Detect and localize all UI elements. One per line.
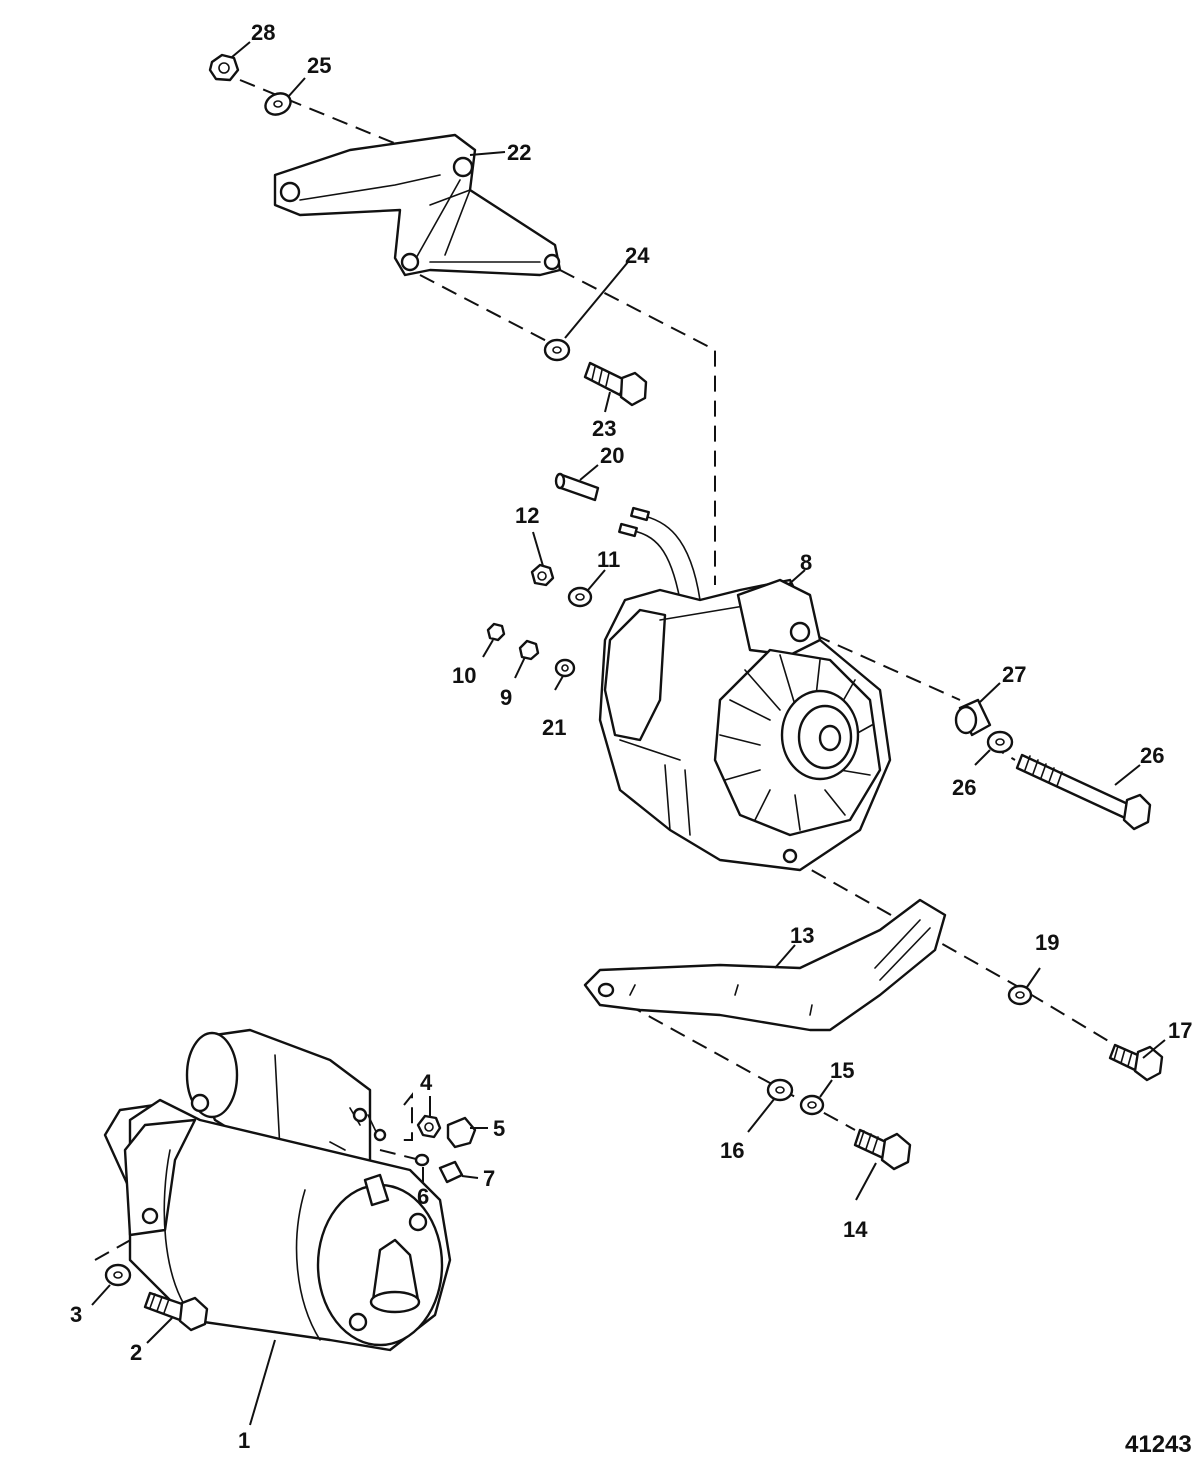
- bolt-2: [143, 1291, 209, 1332]
- callout-12: 12: [515, 503, 539, 528]
- bolt-23: [583, 361, 648, 407]
- lockwasher-6: [414, 1153, 430, 1167]
- nut-9: [518, 639, 540, 661]
- callout-2: 2: [130, 1340, 142, 1365]
- nut-28: [208, 53, 240, 82]
- callout-26-right: 26: [952, 775, 976, 800]
- callout-7: 7: [483, 1166, 495, 1191]
- callout-4: 4: [420, 1070, 433, 1095]
- washer-21: [554, 658, 576, 678]
- callout-3: 3: [70, 1302, 82, 1327]
- lockwasher-15: [799, 1094, 825, 1116]
- bracket-22: [273, 133, 562, 277]
- bolt-17: [1108, 1043, 1164, 1082]
- callout-1: 1: [238, 1428, 250, 1453]
- nut-7: [438, 1160, 464, 1184]
- callout-28: 28: [251, 20, 275, 45]
- callout-24: 24: [625, 243, 650, 268]
- callout-26-top: 25: [307, 53, 331, 78]
- lockwasher-3: [104, 1263, 132, 1287]
- bolt-25: [1015, 753, 1152, 831]
- spacer-27: [954, 698, 992, 737]
- callout-11: 11: [597, 547, 620, 572]
- callout-labels: 28 25 22 24 23 20 12 11 10 9 21 8 27 26 …: [70, 20, 1192, 1453]
- callout-10: 10: [452, 663, 476, 688]
- drawing-number: 41243: [1125, 1431, 1192, 1458]
- callout-15: 15: [830, 1058, 854, 1083]
- alternator-8: [598, 506, 892, 872]
- washer-16: [766, 1078, 794, 1102]
- bracket-13: [583, 898, 947, 1032]
- boot-5: [446, 1116, 477, 1149]
- callout-17: 17: [1168, 1018, 1192, 1043]
- washer-26-right: [986, 730, 1014, 754]
- washer-26-top: [264, 92, 292, 116]
- washer-19: [1007, 984, 1033, 1006]
- callout-19: 19: [1035, 930, 1059, 955]
- callout-27: 27: [1002, 662, 1026, 687]
- callout-21: 21: [542, 715, 566, 740]
- callout-22: 22: [507, 140, 531, 165]
- callout-23: 23: [592, 416, 616, 441]
- nut-10: [486, 622, 506, 642]
- callout-5: 5: [493, 1116, 505, 1141]
- callout-9: 9: [500, 685, 512, 710]
- nut-12: [530, 563, 555, 587]
- callout-16: 16: [720, 1138, 744, 1163]
- callout-25: 26: [1140, 743, 1164, 768]
- callout-6: 6: [417, 1184, 429, 1209]
- callout-8: 8: [800, 550, 812, 575]
- leader-lines: [91, 41, 1166, 1426]
- pin-20: [554, 472, 600, 502]
- callout-13: 13: [790, 923, 814, 948]
- callout-14: 14: [843, 1217, 868, 1242]
- nut-4: [416, 1114, 442, 1139]
- washer-11: [567, 586, 593, 608]
- bolt-14: [853, 1128, 912, 1171]
- callout-20: 20: [600, 443, 624, 468]
- washer-24: [543, 338, 571, 362]
